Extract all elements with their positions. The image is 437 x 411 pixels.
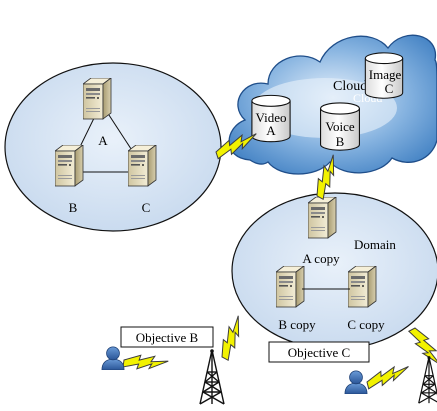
left-cluster: A B C	[4, 62, 222, 232]
objective-c-box: Objective C	[268, 341, 370, 363]
server-a-icon	[83, 78, 112, 120]
objective-c-label: Objective C	[288, 345, 350, 360]
image-store-label: Image	[369, 67, 402, 82]
server-c-label: C	[142, 200, 151, 215]
left-cluster-ellipse	[4, 62, 222, 232]
server-a-copy-label: A copy	[302, 251, 340, 266]
domain-cluster: Domain A copy B copy C copy	[231, 192, 437, 350]
domain-title: Domain	[354, 237, 396, 252]
server-b-icon	[55, 145, 84, 187]
server-a-copy-icon	[308, 197, 337, 239]
server-c-copy-icon	[348, 266, 377, 308]
objective-b-label: Objective B	[136, 330, 199, 345]
objective-b-frame	[120, 326, 214, 348]
server-b-copy-icon	[276, 266, 305, 308]
server-c-icon	[128, 145, 157, 187]
cloud-title: Cloud	[333, 79, 367, 94]
server-b-copy-label: B copy	[278, 317, 316, 332]
link-a-c	[106, 111, 136, 156]
bolt-user-c-to-tower	[364, 363, 412, 390]
objective-b-box: Objective B	[120, 326, 214, 348]
server-b-label: B	[69, 200, 78, 215]
video-store-sublabel: A	[266, 123, 276, 138]
bolt-user-b-to-tower	[122, 351, 170, 374]
voice-store-label: Voice	[325, 119, 355, 134]
video-store-label: Video	[256, 110, 287, 125]
user-b-icon	[101, 346, 125, 370]
tower-left-icon	[199, 348, 225, 405]
voice-store-sublabel: B	[336, 134, 345, 149]
bolt-domain-to-tower-right	[408, 323, 437, 371]
tower-right-icon	[418, 355, 437, 404]
server-c-copy-label: C copy	[347, 317, 385, 332]
bolt-domain-to-tower-left	[214, 313, 250, 361]
image-store-sublabel: C	[385, 81, 394, 96]
objective-c-frame	[268, 341, 370, 363]
cloud: Cloud Cloud Video A Voice B Image C	[228, 34, 437, 175]
user-c-icon	[344, 370, 368, 394]
server-a-label: A	[98, 133, 108, 148]
